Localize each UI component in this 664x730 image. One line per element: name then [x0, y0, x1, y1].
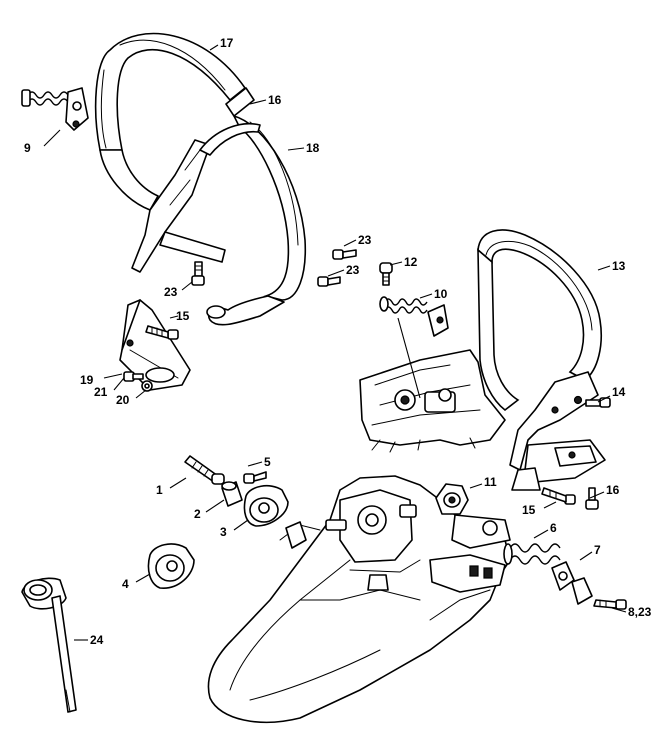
label-10: 10 — [434, 287, 448, 301]
part-15-screw-left — [145, 325, 179, 340]
leader-lines — [43, 44, 627, 641]
part-7-holder — [551, 561, 593, 605]
part-21-washer — [141, 380, 153, 392]
part-11-spring-assembly — [21, 87, 89, 131]
label-16: 16 — [606, 483, 620, 497]
label-11: 9 — [24, 141, 31, 155]
part-23-screw-b — [317, 276, 341, 287]
callout-labels: 17 16 18 9 23 23 23 12 10 13 14 15 19 21… — [24, 36, 652, 647]
engine-cutaway — [359, 349, 506, 453]
label-24: 24 — [90, 633, 104, 647]
part-3-cover — [243, 484, 289, 527]
part-2-sleeve — [221, 481, 243, 507]
part-16-screw — [585, 487, 599, 510]
label-1: 1 — [156, 483, 163, 497]
part-23-screw-c — [191, 261, 205, 286]
label-21: 20 — [116, 393, 130, 407]
label-4: 4 — [122, 577, 129, 591]
label-23-b: 23 — [346, 263, 360, 277]
label-7: 7 — [594, 543, 601, 557]
label-22: 21 — [94, 385, 108, 399]
part-6-spring — [503, 543, 561, 565]
wrap-handle-bar — [94, 32, 307, 326]
label-19: 18 — [306, 141, 320, 155]
part-13-rear-handle — [477, 229, 606, 491]
label-12: 12 — [404, 255, 418, 269]
label-17: 16 — [268, 93, 282, 107]
label-6: 6 — [550, 521, 557, 535]
part-8-23-screw — [593, 599, 627, 610]
label-14: 14 — [612, 385, 626, 399]
part-1-pin — [184, 455, 225, 485]
label-23-c: 23 — [164, 285, 178, 299]
label-3: 3 — [220, 525, 227, 539]
part-14-screw — [585, 397, 611, 408]
part-15-screw-right — [541, 487, 576, 505]
label-9: 11 — [484, 475, 497, 489]
part-12-screw — [379, 262, 393, 286]
main-housing — [207, 475, 511, 724]
part-10-spring — [379, 296, 449, 399]
label-18: 17 — [220, 36, 234, 50]
label-23-a: 23 — [358, 233, 372, 247]
label-20: 19 — [80, 373, 94, 387]
label-15-right: 15 — [522, 503, 536, 517]
part-4-cover — [147, 543, 195, 589]
label-8-23: 8,23 — [628, 605, 652, 619]
label-5: 5 — [264, 455, 271, 469]
label-13: 13 — [612, 259, 626, 273]
part-20-bracket — [119, 299, 191, 391]
part-24-wrench — [21, 577, 77, 713]
part-22-screw — [123, 371, 144, 382]
part-9-buffer — [435, 483, 469, 515]
part-23-screw-a — [332, 249, 357, 260]
part-5-screw — [243, 471, 267, 484]
label-15-left: 15 — [176, 309, 190, 323]
label-2: 2 — [194, 507, 201, 521]
